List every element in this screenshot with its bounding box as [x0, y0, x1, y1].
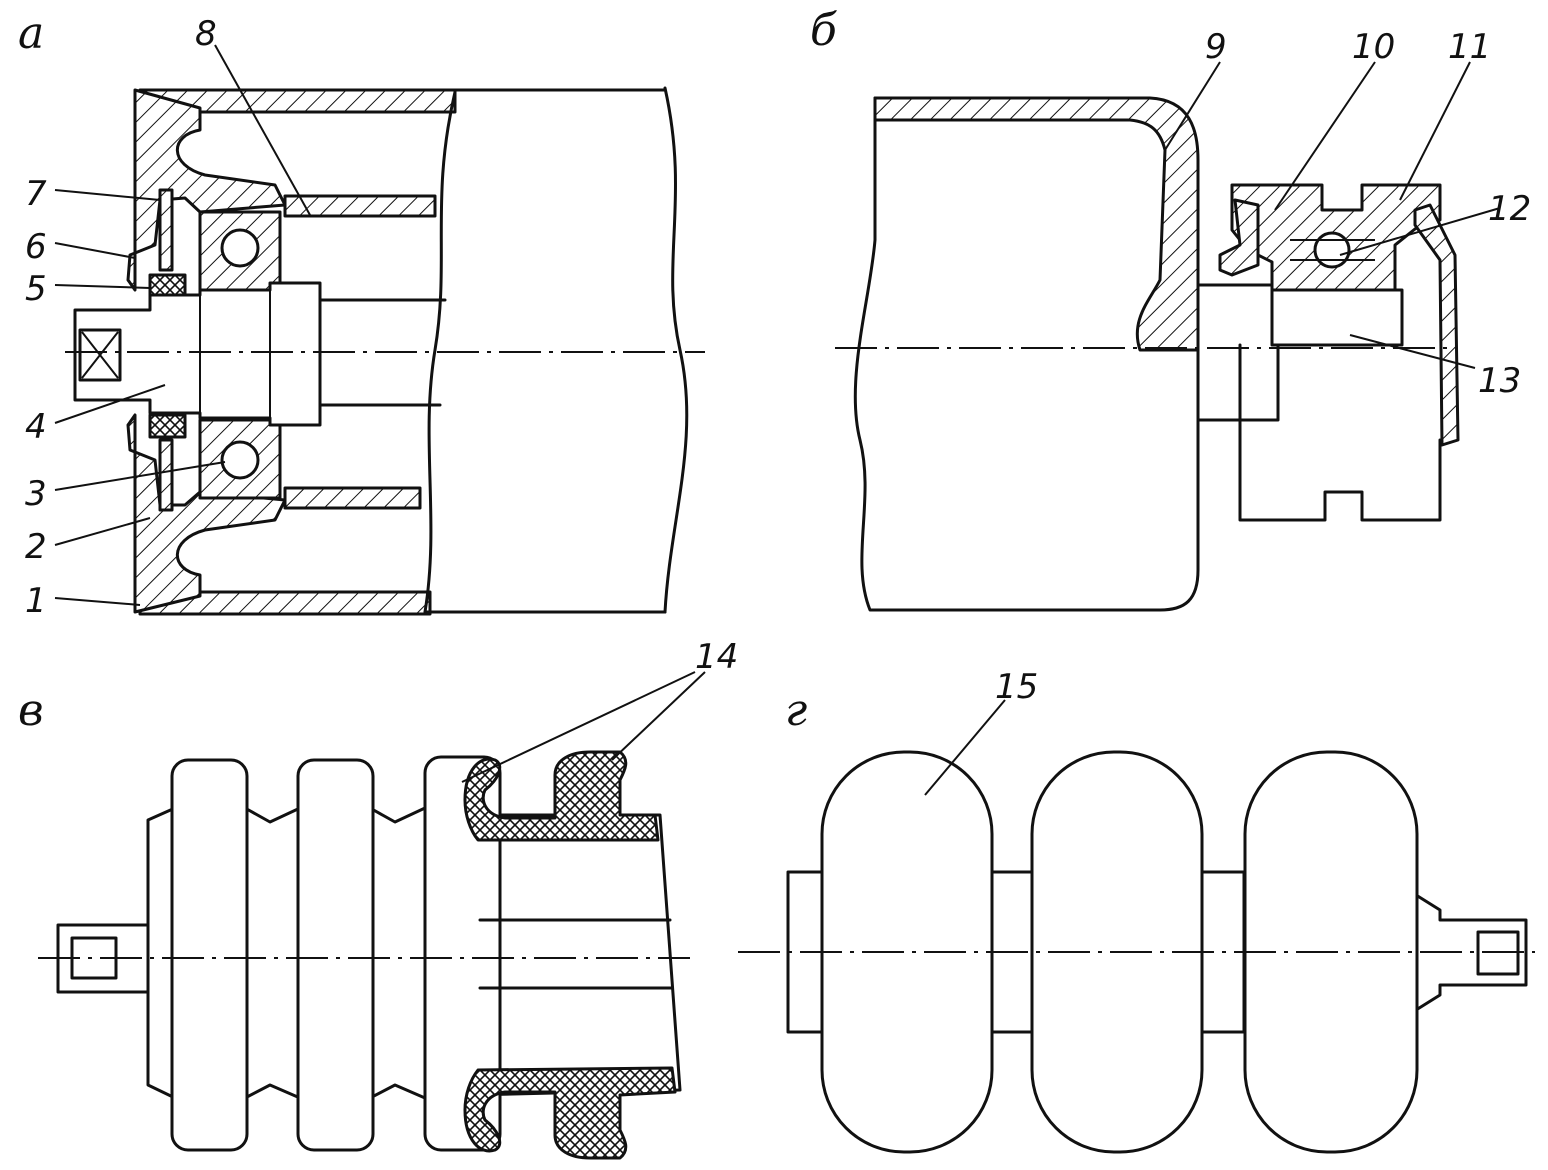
axle-end-cross: [81, 331, 119, 379]
ring-2: [296, 758, 375, 1152]
inner-tube-bottom: [283, 486, 422, 510]
inner-tube-top: [283, 194, 437, 218]
panel-label-g: г: [785, 685, 807, 736]
callout-15: 15: [995, 667, 1038, 707]
panel-label-a: а: [18, 8, 44, 59]
panel-g-inflatable-roller: г 15: [738, 667, 1535, 1154]
labyrinth-bottom: [158, 438, 174, 512]
leader-8: [214, 44, 311, 216]
seal-b: [1218, 198, 1260, 277]
cover-b: [1413, 203, 1460, 447]
shell-cap-b: [873, 96, 1200, 352]
callout-7: 7: [25, 174, 47, 214]
seal-bottom: [148, 413, 187, 439]
shell-outline-b: [853, 96, 1200, 612]
callout-9: 9: [1205, 27, 1227, 67]
leader-9: [1164, 61, 1221, 151]
panel-v-ring-roller: в 14: [18, 637, 738, 1160]
rubber-ring-top: [463, 750, 660, 842]
leader-4: [54, 384, 166, 424]
leader-6: [54, 242, 136, 259]
bearing-housing-b-lower: [1238, 343, 1442, 522]
leader-2: [54, 517, 151, 546]
leader-10: [1274, 61, 1376, 211]
leader-1: [54, 597, 141, 606]
callout-12: 12: [1488, 189, 1531, 229]
bearing-ball-b: [1313, 231, 1351, 269]
leader-5: [54, 284, 151, 289]
panel-b-roller-section: б 9 10 11 12 13: [810, 5, 1531, 612]
end-housing-bottom: [126, 413, 287, 614]
callout-3: 3: [25, 474, 47, 514]
callout-1: 1: [25, 581, 47, 621]
callout-6: 6: [25, 227, 47, 267]
leader-11: [1399, 61, 1471, 201]
leader-15: [924, 699, 1006, 796]
rubber-ring-bottom: [463, 1066, 677, 1160]
callout-13: 13: [1478, 361, 1521, 401]
shaft-b-step: [1270, 288, 1404, 347]
leader-7: [54, 189, 161, 201]
leader-14b: [611, 671, 706, 761]
ring-3: [423, 755, 502, 1152]
callout-10: 10: [1352, 27, 1395, 67]
bearing-ball-bottom: [220, 440, 260, 480]
end-housing-top: [126, 88, 287, 292]
bearing-ball-top: [220, 228, 260, 268]
shaft-b: [1196, 283, 1280, 422]
tyre-1: [820, 750, 994, 1154]
tube-body-v: [146, 806, 682, 1100]
tube-break-left: [423, 90, 457, 614]
leader-13: [1349, 334, 1476, 369]
tube-break-right: [663, 86, 689, 614]
callout-11: 11: [1448, 27, 1491, 67]
cage-b: [1290, 239, 1375, 261]
panel-a-roller-section: а 1 2 3 4 5 6 7 8: [18, 8, 705, 621]
leader-14a: [461, 671, 696, 783]
axle: [73, 281, 322, 427]
callout-14: 14: [695, 637, 738, 677]
panel-label-v: в: [18, 685, 44, 736]
callout-4: 4: [25, 407, 47, 447]
panel-label-b: б: [810, 5, 837, 56]
labyrinth-top: [158, 188, 174, 272]
leader-12: [1339, 207, 1501, 256]
callout-2: 2: [25, 527, 47, 567]
callout-8: 8: [195, 14, 217, 54]
ring-1: [170, 758, 249, 1152]
leader-3: [54, 461, 226, 491]
callout-5: 5: [25, 269, 47, 309]
